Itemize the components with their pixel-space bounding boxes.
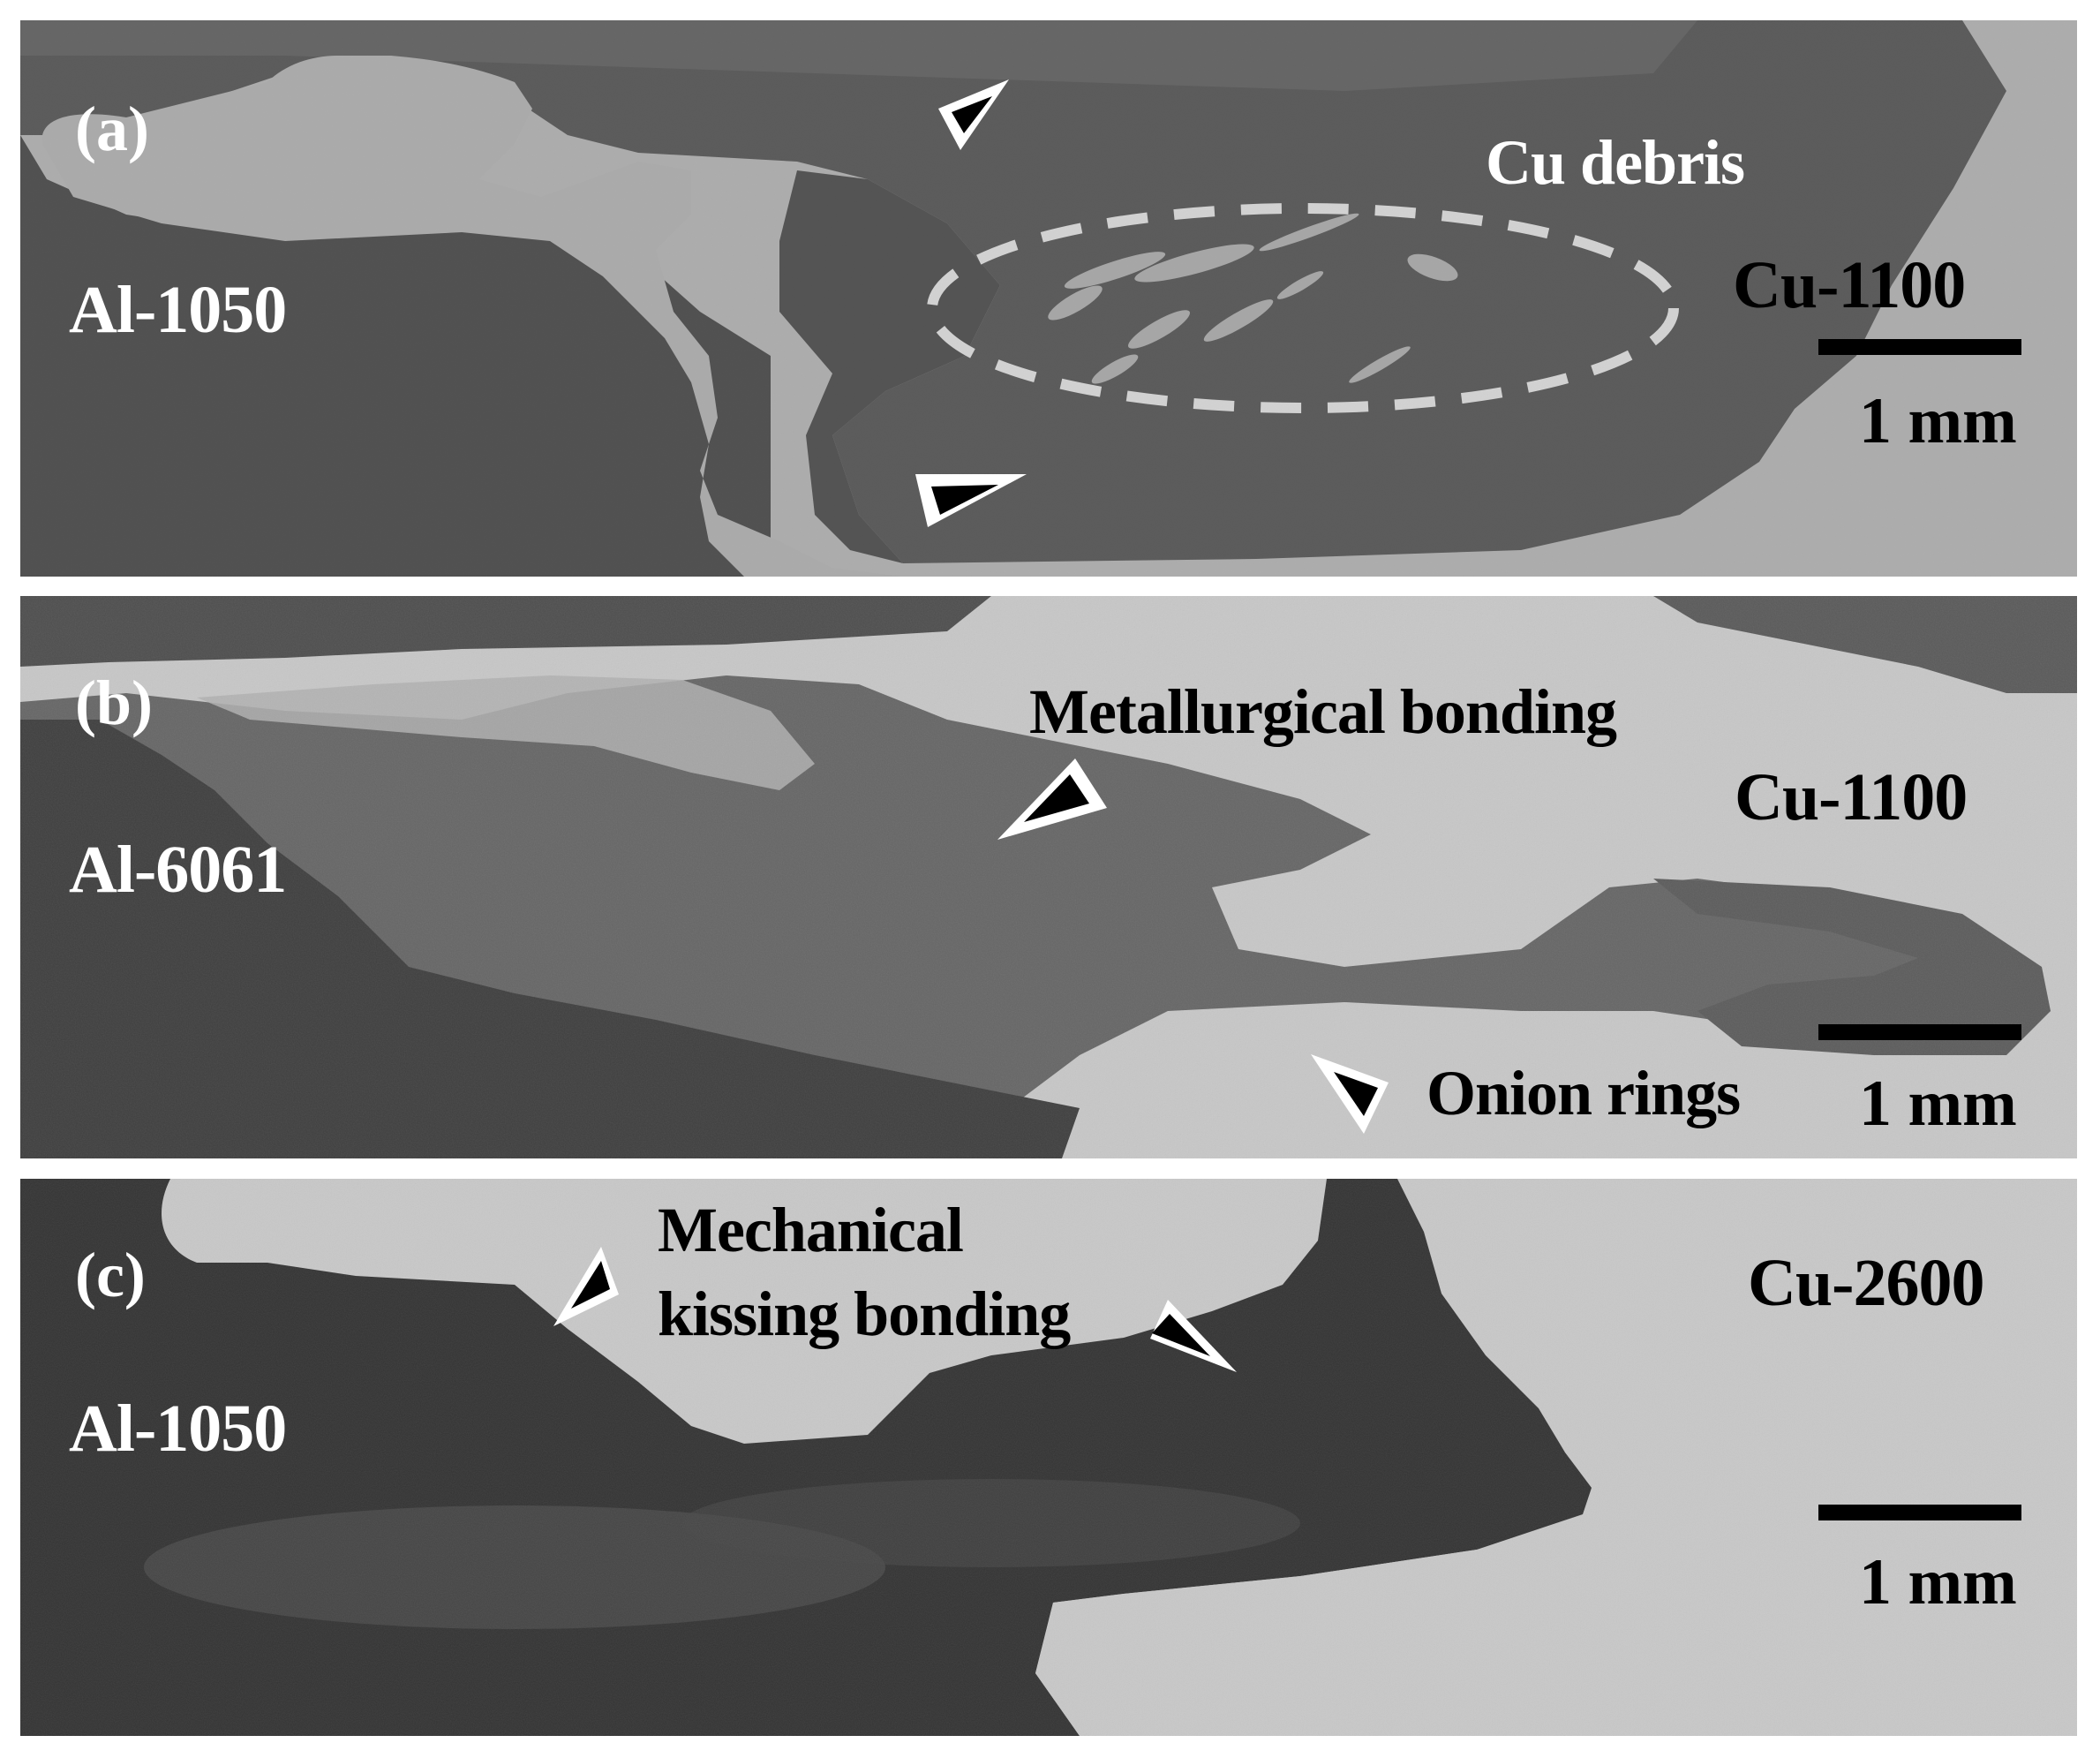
scale-bar [1818, 1024, 2021, 1040]
micrograph-c [20, 1179, 2077, 1736]
material-label-al-1050-a: Al-1050 [69, 273, 287, 347]
annotation-mechanical: Mechanical [658, 1195, 964, 1265]
scale-bar-label: 1 mm [1859, 385, 2017, 457]
scale-bar [1818, 339, 2021, 355]
panel-label-a: (a) [75, 94, 149, 164]
material-label-cu-1100-b: Cu-1100 [1735, 760, 1968, 834]
material-label-cu-1100-a: Cu-1100 [1733, 248, 1966, 322]
material-label-al-1050-c: Al-1050 [69, 1392, 287, 1466]
arrow-marker-icon [1150, 1300, 1237, 1372]
arrow-marker-icon [915, 474, 1027, 527]
arrow-marker-icon [997, 758, 1107, 840]
scale-bar [1818, 1505, 2021, 1520]
annotation-onion-rings: Onion rings [1426, 1058, 1741, 1128]
material-label-cu-2600: Cu-2600 [1748, 1246, 1984, 1320]
panel-b: (b) Al-6061 Cu-1100 Metallurgical bondin… [20, 596, 2077, 1158]
annotation-cu-debris: Cu debris [1486, 127, 1745, 198]
panel-label-c: (c) [75, 1240, 146, 1310]
material-label-al-6061: Al-6061 [69, 833, 287, 907]
arrow-marker-icon [553, 1247, 619, 1326]
annotation-metallurgical-bonding: Metallurgical bonding [1029, 676, 1617, 747]
panel-a: (a) Al-1050 Cu-1100 Cu debris 1 mm [20, 20, 2077, 577]
panel-c: (c) Al-1050 Cu-2600 Mechanical kissing b… [20, 1179, 2077, 1736]
micrograph-a [20, 20, 2077, 577]
arrow-marker-icon [1311, 1054, 1389, 1134]
arrow-marker-icon [938, 79, 1009, 150]
micrograph-b [20, 596, 2077, 1158]
annotation-kissing-bonding: kissing bonding [658, 1279, 1071, 1349]
scale-bar-label: 1 mm [1859, 1068, 2017, 1140]
scale-bar-label: 1 mm [1859, 1546, 2017, 1618]
panel-label-b: (b) [75, 668, 153, 738]
